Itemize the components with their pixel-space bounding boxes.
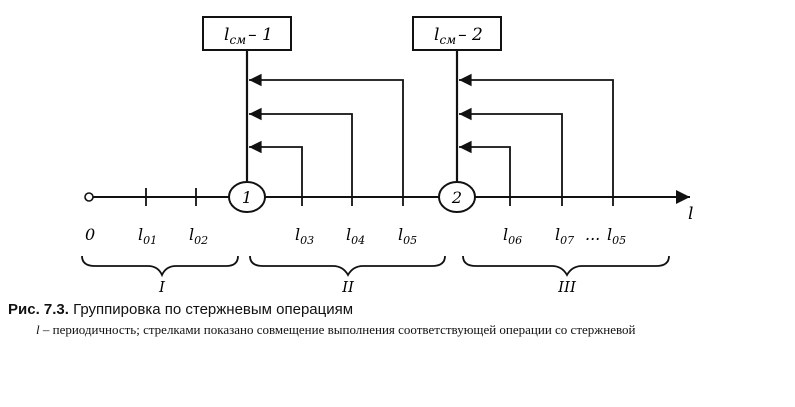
ticks [145,188,614,206]
tick-label-04: l04 [346,225,365,247]
arrow-from-l03 [248,140,303,188]
tick-label-05: l05 [398,225,417,247]
caption-title-text: Группировка по стержневым операциям [68,301,354,318]
rod-node-2-label: 2 [451,188,462,207]
axis-origin [84,192,94,202]
group-label-3: III [557,278,577,296]
arrow-from-l07 [458,107,563,188]
figure-caption: Рис. 7.3. Группировка по стержневым опер… [8,300,788,338]
caption-title: Рис. 7.3. Группировка по стержневым опер… [8,300,788,319]
rod-box-1-label: lсм– 1 [224,25,273,47]
tick-label-0: 0 [85,225,95,244]
tick-label-05b: l05 [607,225,626,247]
arrow-from-l04 [248,107,353,188]
tick-label-ellipsis: ... [585,225,600,244]
arrows-group-2 [458,73,614,188]
rod-box-2 [412,16,502,51]
group-labels: I II III [158,278,577,296]
arrow-from-l06 [458,140,511,188]
tick-label-07: l07 [555,225,574,247]
caption-note-text: – периодичность; стрелками показано совм… [39,322,636,337]
caption-label: Рис. 7.3. [8,301,69,318]
tick-label-06: l06 [503,225,522,247]
caption-note: l – периодичность; стрелками показано со… [8,321,788,338]
grouping-diagram: l lсм– 1 lсм– 2 1 2 0 l01 [81,16,693,296]
rod-box-2-label: lсм– 2 [434,25,483,47]
tick-label-02: l02 [189,225,208,247]
tick-label-01: l01 [138,225,157,247]
brace-group-2 [249,255,446,277]
rod-node-1 [228,181,266,213]
group-label-2: II [341,278,355,296]
arrow-from-l05 [248,73,404,188]
brace-group-1 [81,255,239,278]
arrow-from-l05b [458,73,614,188]
rod-node-1-label: 1 [242,188,252,207]
caption-note-symbol: l [36,322,40,337]
group-braces [81,255,670,278]
arrows-group-1 [248,73,404,188]
tick-label-03: l03 [295,225,314,247]
group-label-1: I [158,278,166,296]
tick-labels: 0 l01 l02 l03 l04 l05 l06 l07 ... l05 [85,225,626,247]
brace-group-3 [462,255,670,277]
rod-box-1 [202,16,292,51]
rod-node-2 [438,181,476,213]
axis-label: l [688,204,693,224]
